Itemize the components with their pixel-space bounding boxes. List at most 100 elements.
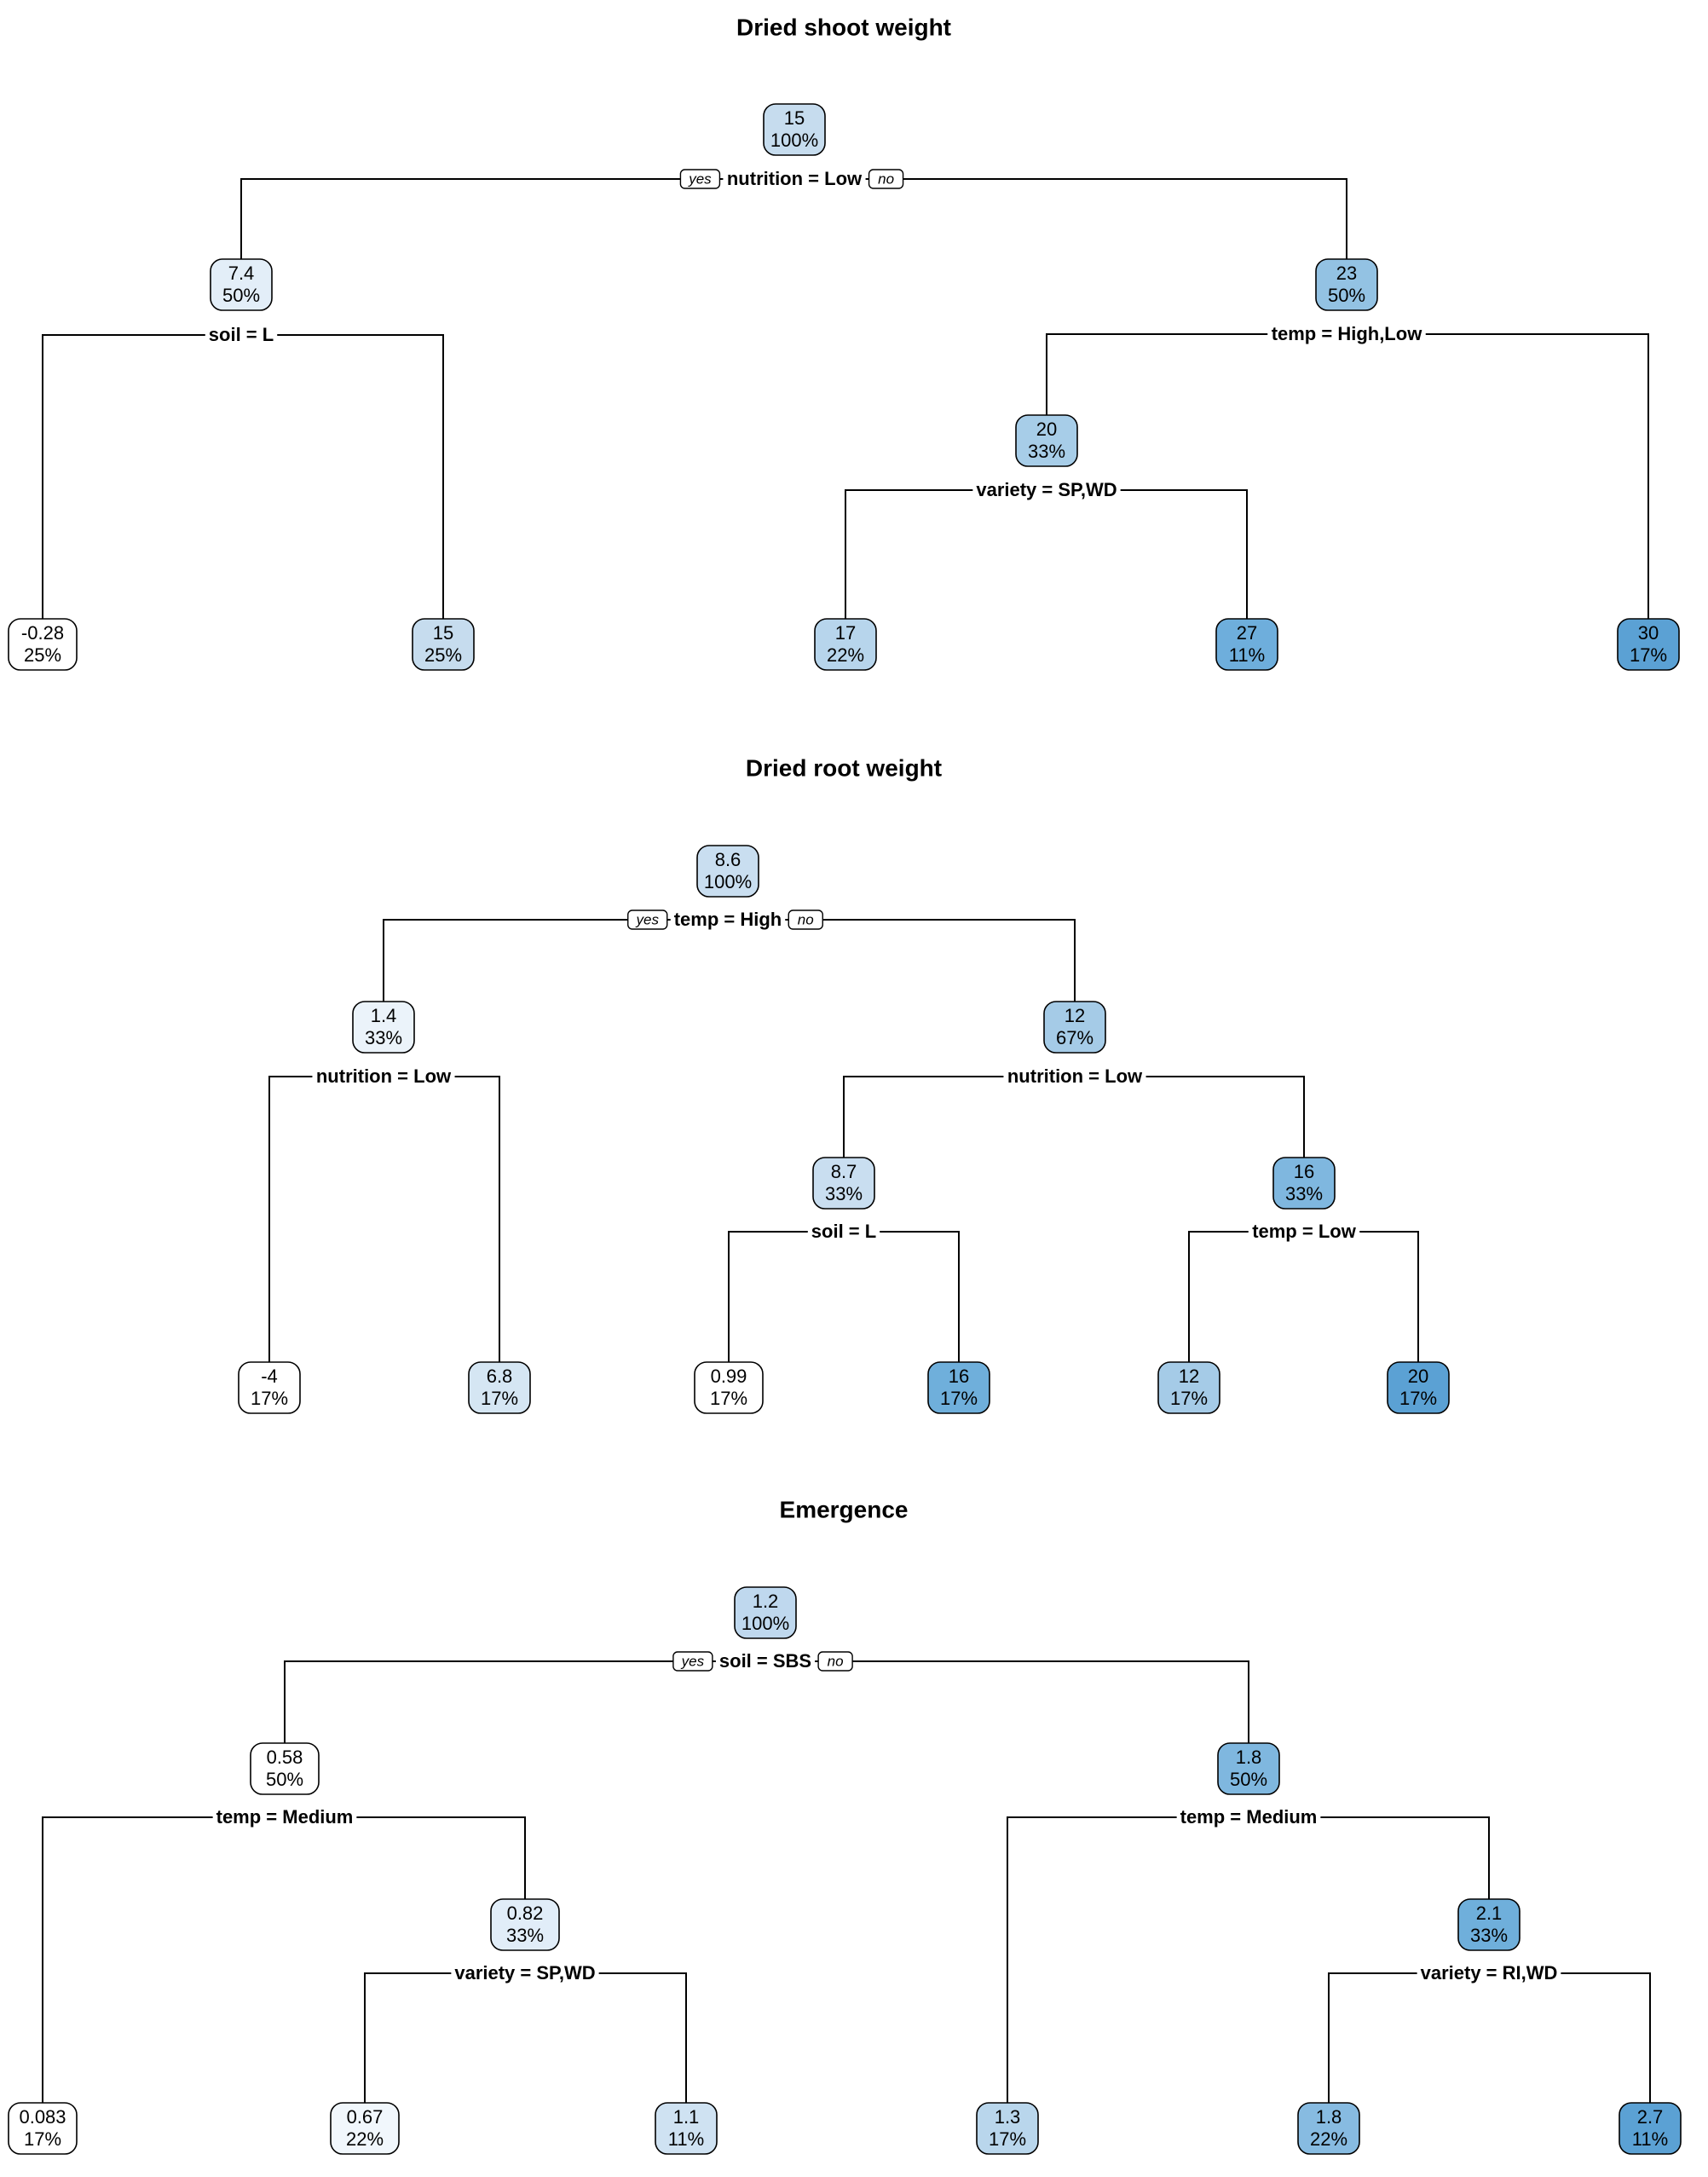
split-rule: nutrition = Low <box>727 168 863 189</box>
node-value: 20 <box>1408 1366 1428 1387</box>
split-rule: temp = Medium <box>1180 1806 1318 1828</box>
split-label: nutrition = Low <box>1003 1065 1146 1087</box>
yes-tag-box <box>627 909 668 930</box>
node-percent: 100% <box>741 1613 789 1634</box>
node-value: 2.7 <box>1637 2106 1664 2128</box>
node-percent: 17% <box>989 2128 1026 2150</box>
node-percent: 22% <box>827 644 864 666</box>
node-value: 0.58 <box>267 1747 303 1768</box>
node-percent: 25% <box>24 644 61 666</box>
split-label-bg <box>312 1066 455 1087</box>
split-rule: temp = Medium <box>216 1806 354 1828</box>
node-value: 2.1 <box>1476 1903 1503 1924</box>
split-rule: soil = L <box>209 324 274 345</box>
node-box <box>696 845 759 898</box>
node-value: 0.083 <box>19 2106 66 2128</box>
node-percent: 17% <box>24 2128 61 2150</box>
node-box <box>352 1001 415 1054</box>
split-label-bg <box>212 1807 357 1828</box>
split-label: temp = High,Low <box>1267 323 1426 344</box>
split-label: temp = Low <box>1248 1221 1360 1242</box>
node-box <box>1387 1361 1450 1414</box>
split-rule: variety = SP,WD <box>976 479 1117 500</box>
node-box <box>1272 1157 1336 1210</box>
no-tag: no <box>798 911 814 927</box>
edges <box>268 919 1419 1362</box>
node-percent: 17% <box>940 1388 978 1409</box>
node-box <box>734 1586 797 1639</box>
node-percent: 11% <box>1632 2128 1668 2150</box>
leaf-node: 1.822% <box>1297 2102 1360 2155</box>
branch-edge <box>284 1660 1249 1743</box>
node-box <box>8 618 78 671</box>
split-label-bg <box>1267 324 1426 344</box>
branch-edge <box>268 1076 500 1362</box>
node-value: -0.28 <box>21 622 64 644</box>
no-tag: no <box>828 1653 844 1669</box>
node-box <box>210 258 273 311</box>
node-value: 17 <box>835 622 856 644</box>
node-percent: 33% <box>1028 441 1065 462</box>
node-box <box>1315 258 1378 311</box>
split-label: soil = L <box>205 324 278 345</box>
split-node: 1.433% <box>352 1001 415 1054</box>
node-percent: 100% <box>770 130 818 151</box>
split-label-bg <box>670 909 786 930</box>
node-box <box>1215 618 1278 671</box>
panel-title: Dried root weight <box>746 754 942 781</box>
node-value: 8.7 <box>831 1161 857 1182</box>
node-value: 15 <box>433 622 453 644</box>
yes-tag-box <box>672 1651 713 1672</box>
split-label: nutrition = Low <box>312 1065 455 1087</box>
node-value: 16 <box>1294 1161 1314 1182</box>
node-percent: 17% <box>710 1388 747 1409</box>
node-percent: 33% <box>365 1027 402 1048</box>
node-box <box>694 1361 764 1414</box>
no-tag-box <box>817 1651 853 1672</box>
split-label-bg <box>1248 1221 1360 1242</box>
split-label-bg <box>1003 1066 1146 1087</box>
branch-edge <box>1188 1231 1419 1362</box>
split-node: 8.733% <box>812 1157 875 1210</box>
yes-tag: yes <box>688 170 712 187</box>
branch-edge <box>1328 1972 1651 2103</box>
node-percent: 67% <box>1056 1027 1093 1048</box>
split-label: variety = SP,WD <box>972 479 1121 500</box>
node-value: 8.6 <box>715 849 741 870</box>
node-value: 1.8 <box>1316 2106 1342 2128</box>
node-percent: 11% <box>1229 644 1265 666</box>
branch-edge <box>728 1231 960 1362</box>
node-value: 12 <box>1179 1366 1199 1387</box>
node-value: 0.99 <box>711 1366 747 1387</box>
node-percent: 17% <box>251 1388 288 1409</box>
node-box <box>412 618 475 671</box>
branch-edge <box>1007 1816 1490 2103</box>
split-rule: nutrition = Low <box>316 1065 452 1087</box>
node-box <box>1043 1001 1106 1054</box>
panel-title: Dried shoot weight <box>736 14 951 40</box>
branch-edge <box>1046 333 1649 619</box>
node-percent: 33% <box>825 1183 863 1204</box>
node-value: 1.2 <box>753 1591 779 1612</box>
leaf-node: 1.111% <box>655 2102 718 2155</box>
node-percent: 22% <box>346 2128 384 2150</box>
node-box <box>927 1361 990 1414</box>
node-value: 6.8 <box>487 1366 513 1387</box>
leaf-node: 6.817% <box>468 1361 531 1414</box>
split-rule: temp = High,Low <box>1272 323 1423 344</box>
